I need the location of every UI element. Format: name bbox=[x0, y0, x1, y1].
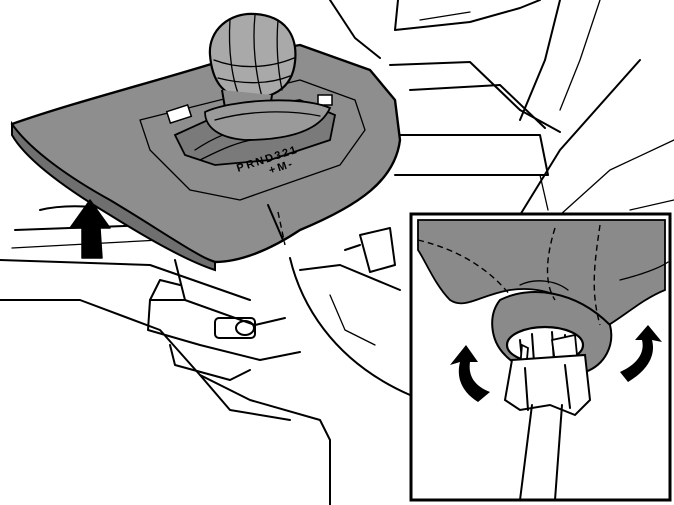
gear-n: N bbox=[254, 155, 265, 169]
trim-panel bbox=[10, 43, 402, 272]
gear-p: P bbox=[235, 161, 246, 175]
leader-line bbox=[267, 204, 284, 241]
curved-arrow-left-icon bbox=[450, 345, 490, 402]
arrow-up-icon bbox=[69, 199, 111, 259]
gear-2: 2 bbox=[281, 147, 291, 160]
detail-inset bbox=[409, 212, 672, 502]
manual-plus: + bbox=[267, 164, 277, 177]
gear-d: D bbox=[264, 152, 275, 166]
manual-m: M bbox=[276, 160, 288, 174]
shifter-mechanism bbox=[147, 227, 411, 396]
shift-knob bbox=[204, 12, 332, 141]
gear-1: 1 bbox=[288, 144, 298, 157]
gear-indicator: P R N D 3 2 1 + M - bbox=[235, 144, 298, 177]
manual-minus: - bbox=[286, 158, 294, 171]
curved-arrow-right-icon bbox=[620, 325, 662, 382]
gear-3: 3 bbox=[273, 149, 283, 162]
gear-r: R bbox=[245, 158, 256, 172]
